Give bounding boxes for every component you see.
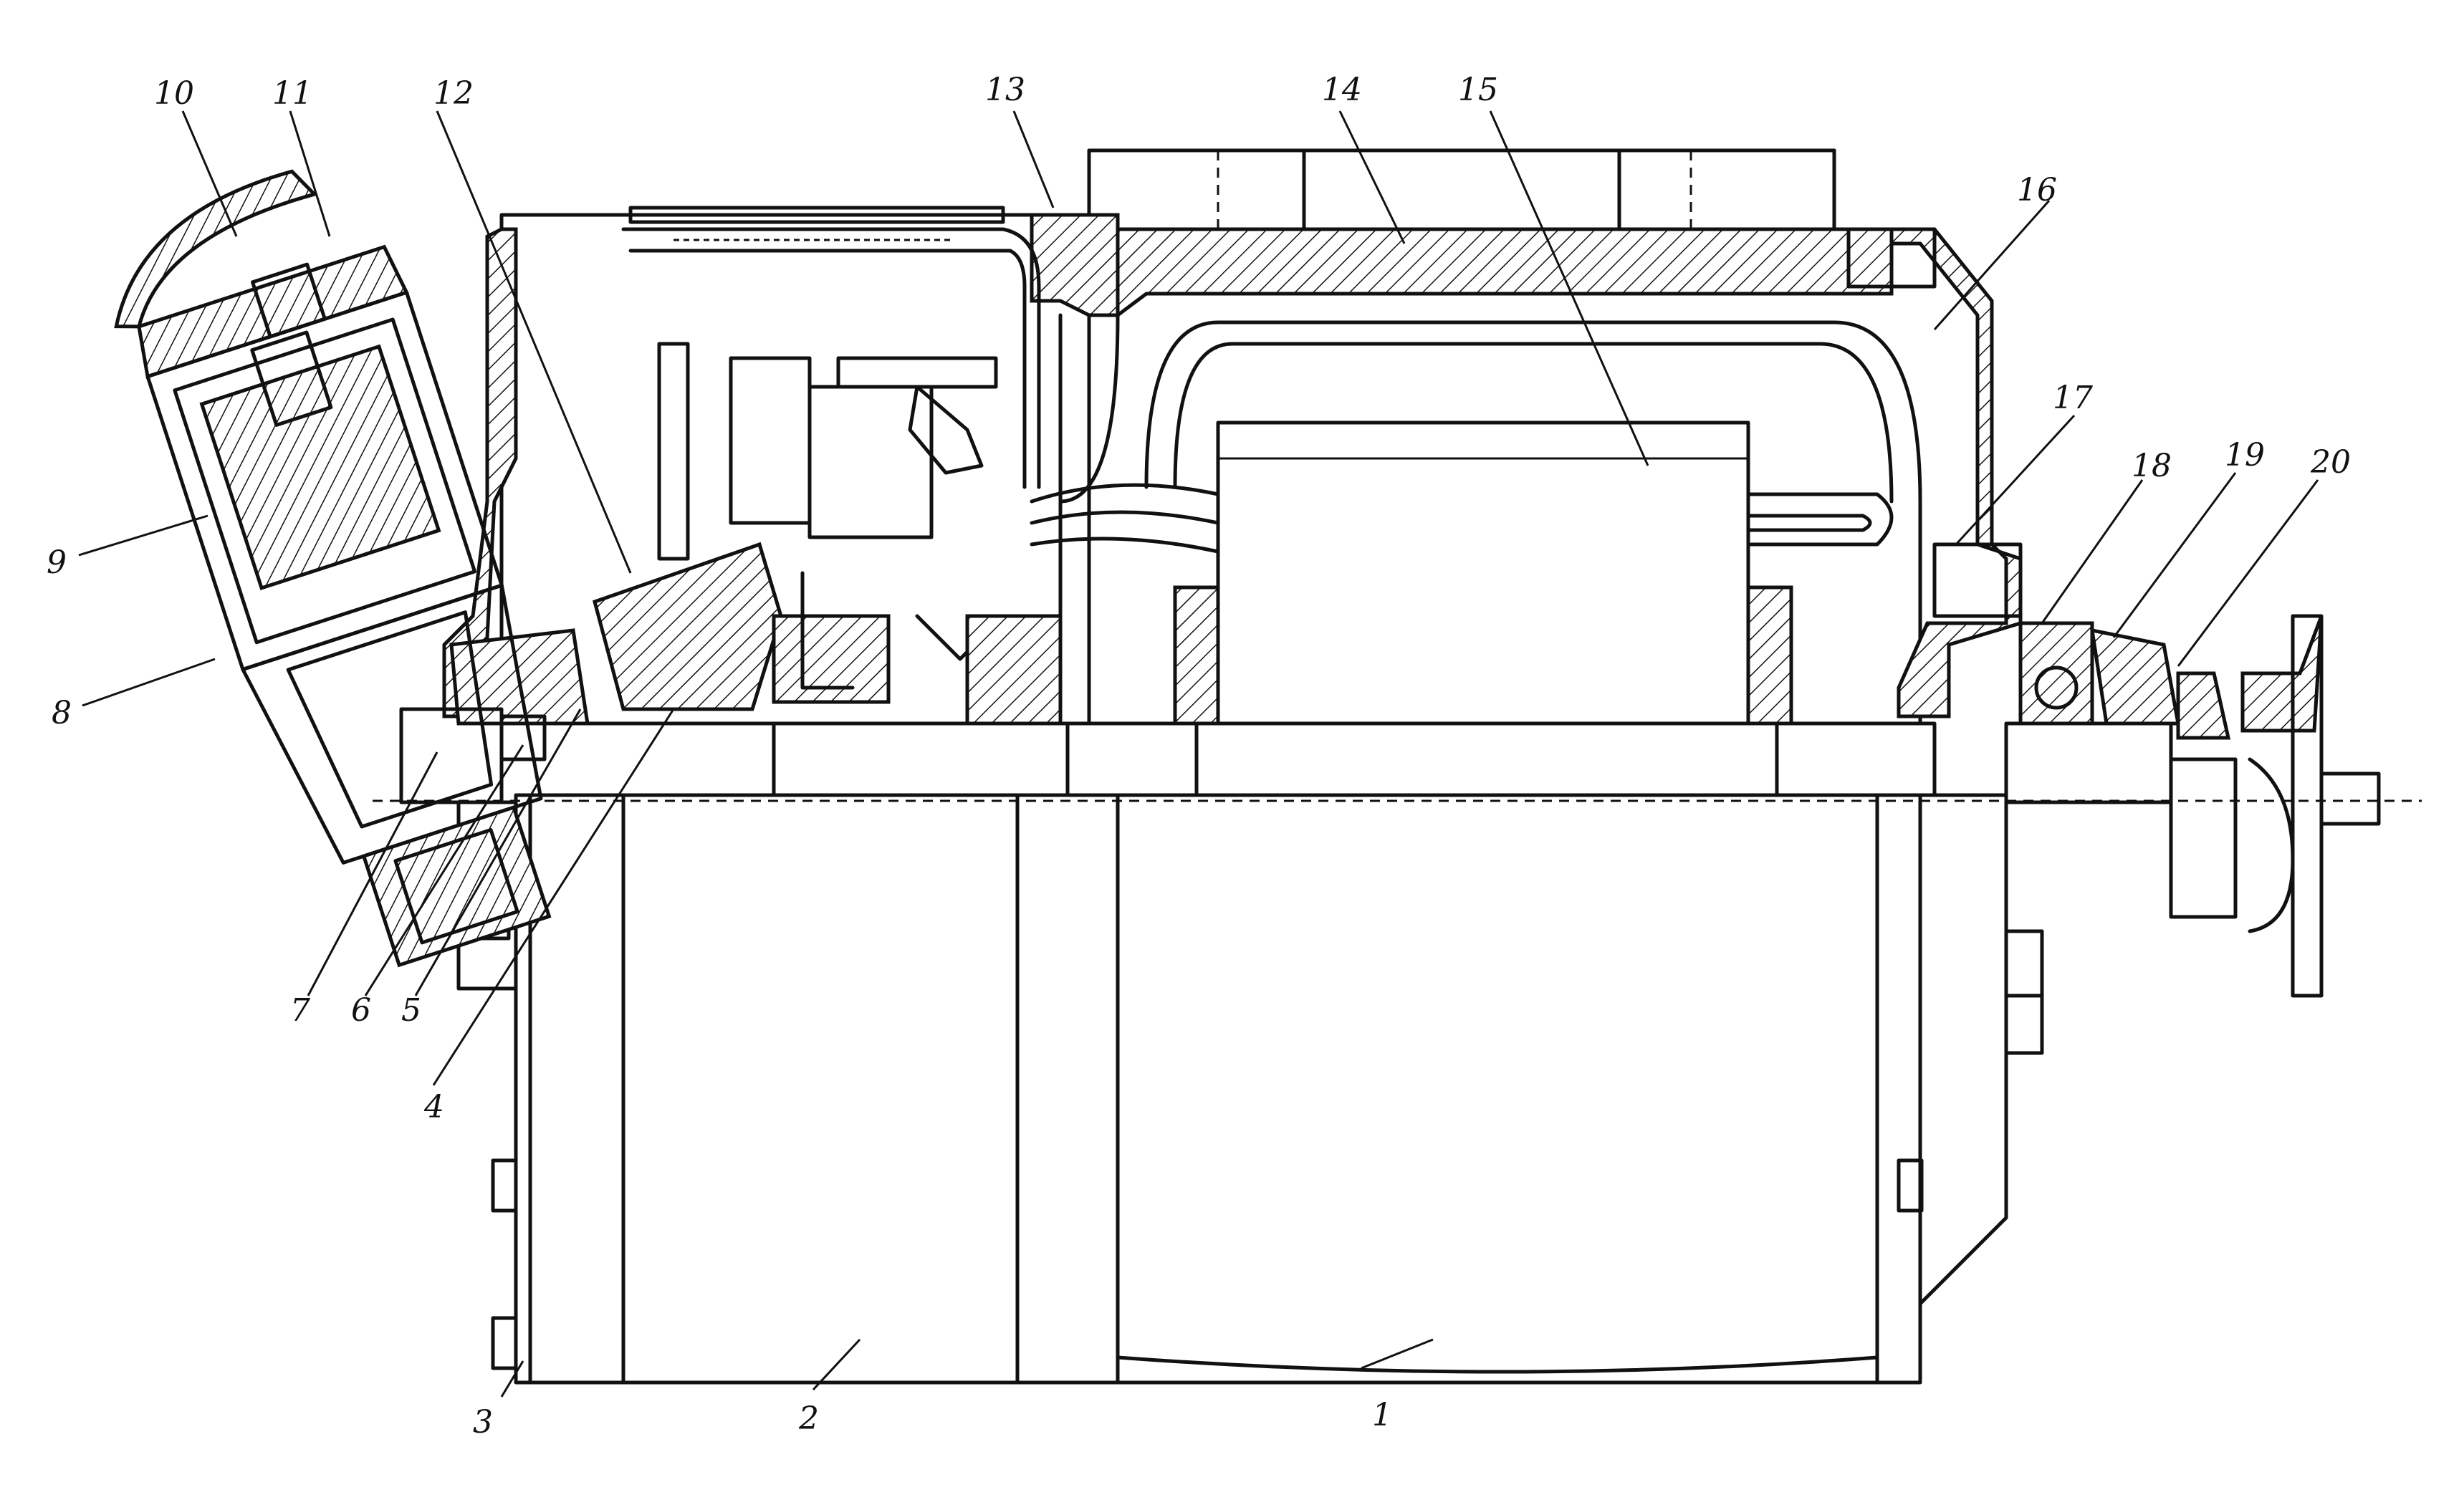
part-labels: 1 2 3 4 5 6 7 8 9 10 11 12 13 14 15 16 1… xyxy=(47,72,2351,1441)
label-9: 9 xyxy=(47,544,67,581)
label-7: 7 xyxy=(290,992,310,1029)
bearing-right xyxy=(2018,621,2231,740)
label-18: 18 xyxy=(2132,448,2172,484)
stator-frame-section xyxy=(499,148,1922,726)
label-17: 17 xyxy=(2053,380,2093,416)
housing-bolts xyxy=(478,879,2044,1370)
label-14: 14 xyxy=(1322,72,1362,108)
brush-assembly xyxy=(592,342,1063,726)
label-4: 4 xyxy=(423,1089,444,1125)
label-19: 19 xyxy=(2225,437,2265,473)
label-15: 15 xyxy=(1458,72,1498,108)
label-20: 20 xyxy=(2310,444,2351,481)
label-3: 3 xyxy=(473,1404,493,1441)
label-6: 6 xyxy=(351,992,371,1029)
leader-lines xyxy=(78,110,2319,1398)
label-2: 2 xyxy=(798,1400,819,1437)
terminal-box xyxy=(114,169,552,968)
label-10: 10 xyxy=(154,75,194,112)
rotor-core xyxy=(1030,420,1894,726)
shaft xyxy=(772,721,2238,919)
label-12: 12 xyxy=(433,75,474,112)
label-11: 11 xyxy=(272,75,312,112)
label-13: 13 xyxy=(985,72,1025,108)
label-16: 16 xyxy=(2017,172,2057,208)
end-shield-right xyxy=(1846,227,2023,718)
label-5: 5 xyxy=(401,992,421,1029)
label-1: 1 xyxy=(1372,1397,1392,1433)
housing-lower-half xyxy=(456,793,2008,1385)
coupling-flange xyxy=(2240,614,2381,998)
label-8: 8 xyxy=(52,695,72,731)
ventilation-duct xyxy=(621,206,1041,489)
